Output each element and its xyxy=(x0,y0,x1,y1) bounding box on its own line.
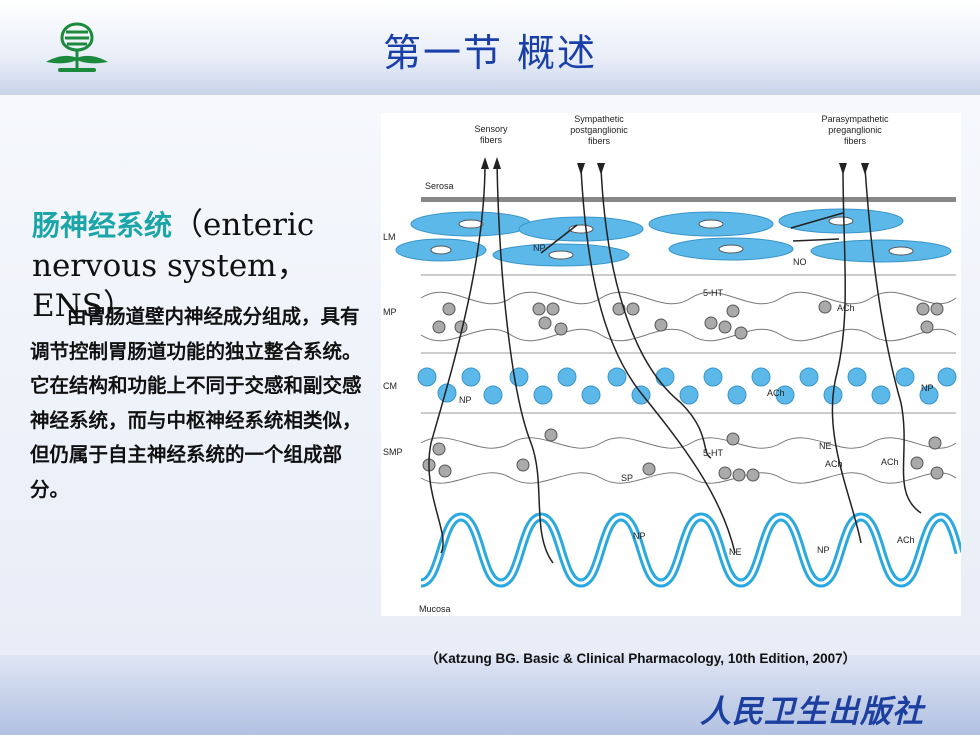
label-mp: MP xyxy=(383,307,397,317)
label-np-2: NP xyxy=(459,395,472,405)
label-serosa: Serosa xyxy=(425,181,454,191)
heading-chinese: 肠神经系统 xyxy=(32,209,173,242)
label-5ht-1: 5-HT xyxy=(703,288,724,298)
serosa-layer xyxy=(421,197,956,202)
enteric-nervous-system-diagram: Sensory fibers Sympathetic postganglioni… xyxy=(381,113,961,616)
label-np-4: NP xyxy=(633,531,646,541)
label-no: NO xyxy=(793,257,807,267)
label-ach-4: ACh xyxy=(881,457,899,467)
label-sympathetic-2: postganglionic xyxy=(570,125,628,135)
label-ach-3: ACh xyxy=(825,459,843,469)
label-sp: SP xyxy=(621,473,633,483)
header-band xyxy=(0,0,980,95)
circular-muscle xyxy=(417,367,957,405)
page-title: 第一节 概述 xyxy=(382,31,598,75)
label-smp: SMP xyxy=(383,447,403,457)
label-sympathetic-3: fibers xyxy=(588,136,611,146)
label-parasympathetic-3: fibers xyxy=(844,136,867,146)
label-cm: CM xyxy=(383,381,397,391)
nerve-fibers xyxy=(428,162,922,564)
publisher-logo-icon xyxy=(38,16,116,80)
heading-english: （enteric nervous system，ENS） xyxy=(32,207,315,324)
label-ach-1: ACh xyxy=(837,303,855,313)
label-np-5: NP xyxy=(817,545,830,555)
label-np-1: NP xyxy=(533,243,546,253)
label-lm: LM xyxy=(383,232,396,242)
publisher-name: 人民卫生出版社 xyxy=(700,694,924,730)
label-mucosa: Mucosa xyxy=(419,604,451,614)
footer-band xyxy=(0,655,980,735)
label-sensory-2: fibers xyxy=(480,135,503,145)
label-5ht-2: 5-HT xyxy=(703,448,724,458)
figure-caption: （Katzung BG. Basic & Clinical Pharmacolo… xyxy=(425,651,857,666)
label-parasympathetic-1: Parasympathetic xyxy=(821,114,889,124)
label-ne-1: NE xyxy=(819,441,832,451)
section-heading: 肠神经系统（enteric nervous system，ENS） xyxy=(32,205,377,326)
label-sympathetic-1: Sympathetic xyxy=(574,114,624,124)
body-paragraph: 由胃肠道壁内神经成分组成，具有调节控制胃肠道功能的独立整合系统。它在结构和功能上… xyxy=(30,305,362,501)
enteric-neurons xyxy=(432,300,944,340)
label-ach-5: ACh xyxy=(897,535,915,545)
label-sensory-1: Sensory xyxy=(474,124,508,134)
label-parasympathetic-2: preganglionic xyxy=(828,125,882,135)
label-ach-2: ACh xyxy=(767,388,785,398)
label-np-3: NP xyxy=(921,383,934,393)
